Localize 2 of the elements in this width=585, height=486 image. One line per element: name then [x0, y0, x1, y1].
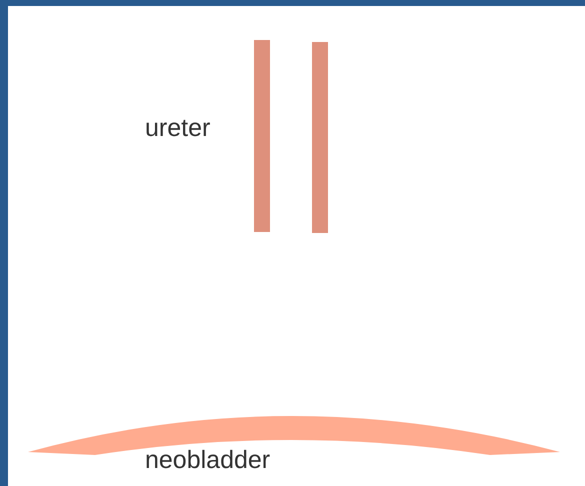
ureter-label: ureter: [145, 116, 210, 141]
neobladder-label: neobladder: [145, 448, 270, 473]
